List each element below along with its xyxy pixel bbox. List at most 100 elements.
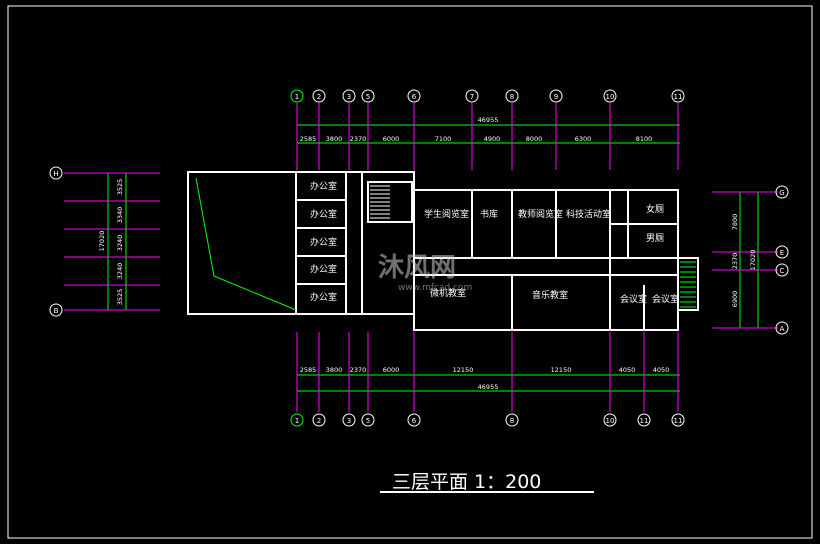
axis-right-label-E: E [780, 249, 784, 257]
axis-top-bubble-9 [549, 89, 563, 103]
drawing-frame [7, 5, 813, 539]
room-female-wc: 女厕 [646, 203, 664, 215]
axis-markers-left: HB [49, 166, 63, 317]
axis-bottom-bubble-10 [603, 413, 617, 427]
axis-top-bubble-10 [603, 89, 617, 103]
dim-top-6: 8000 [526, 135, 543, 143]
room-labels: 办公室 办公室 办公室 办公室 办公室 学生阅览室 书库 教师阅览室 科技活动室… [310, 180, 679, 305]
room-office-2: 办公室 [310, 208, 337, 220]
axis-left-label-H: H [53, 170, 58, 178]
axis-top-label-2: 2 [317, 93, 321, 101]
axis-bottom-label-1: 1 [295, 417, 299, 425]
axis-top-bubble-5 [361, 89, 375, 103]
dim-bottom-1: 3800 [326, 366, 343, 374]
dim-top-5: 4900 [484, 135, 501, 143]
dim-top-1: 3800 [326, 135, 343, 143]
dim-left-1: 3340 [116, 207, 124, 224]
dim-bottom-total: 46955 [478, 383, 499, 391]
dim-right-2: 6900 [731, 291, 739, 308]
room-music: 音乐教室 [532, 289, 568, 301]
dim-bottom-3: 6000 [383, 366, 400, 374]
axis-top-bubble-2 [312, 89, 326, 103]
axis-bottom-label-11: 11 [674, 417, 683, 425]
dim-bottom-2: 2370 [350, 366, 367, 374]
dim-bottom-5: 12150 [551, 366, 572, 374]
dim-right-total: 17020 [749, 250, 757, 271]
room-reading: 学生阅览室 [424, 208, 469, 220]
room-office-5: 办公室 [310, 291, 337, 303]
void-outline [195, 177, 297, 311]
axis-bottom-bubble-2 [312, 413, 326, 427]
dim-top-8: 8100 [636, 135, 653, 143]
dim-right-0: 7800 [731, 214, 739, 231]
dim-top-2: 2370 [350, 135, 367, 143]
axis-left-bubble-H [49, 166, 63, 180]
axis-bottom-bubble-6 [407, 413, 421, 427]
room-computer: 微机教室 [430, 287, 466, 299]
axis-right-label-C: C [780, 267, 785, 275]
dim-bottom-4: 12150 [453, 366, 474, 374]
axis-left-label-B: B [54, 307, 59, 315]
axis-bottom-label-5: 5 [366, 417, 370, 425]
axis-right-bubble-G [775, 185, 789, 199]
room-office-3: 办公室 [310, 236, 337, 248]
watermark: 沐风网 www.mfcad.com [378, 253, 472, 293]
dim-right-1: 2370 [731, 253, 739, 270]
axis-top-label-5: 5 [366, 93, 370, 101]
dim-top-0: 2585 [300, 135, 317, 143]
stair-treads [370, 185, 390, 219]
dim-top-total: 46955 [478, 116, 499, 124]
dim-bottom-6: 4050 [619, 366, 636, 374]
axis-bottom-label-2: 2 [317, 417, 321, 425]
room-meeting-2: 会议室 [652, 293, 679, 305]
room-science: 科技活动室 [566, 208, 611, 220]
axis-right-bubble-A [775, 321, 789, 335]
room-office-4: 办公室 [310, 263, 337, 275]
axis-right-bubble-E [775, 245, 789, 259]
axis-top-label-3: 3 [347, 93, 351, 101]
dim-left-0: 3525 [116, 179, 124, 196]
axis-bottom-label-6: 6 [412, 417, 417, 425]
axis-bottom-label-10: 10 [606, 417, 615, 425]
axis-top-bubble-8 [505, 89, 519, 103]
dim-left-total: 17020 [98, 231, 106, 252]
dim-left-3: 3240 [116, 263, 124, 280]
axis-right-bubble-C [775, 263, 789, 277]
axis-left-bubble-B [49, 303, 63, 317]
axis-bottom-bubble-1 [290, 413, 304, 427]
room-office-1: 办公室 [310, 180, 337, 192]
watermark-text: 沐风网 [378, 253, 456, 283]
dim-bottom-7: 4050 [653, 366, 670, 374]
axis-grid-lines [64, 103, 778, 412]
drawing-title: 三层平面 1：200 [392, 471, 541, 493]
axis-top-label-6: 6 [412, 93, 417, 101]
dim-top-3: 6000 [383, 135, 400, 143]
axis-top-label-11: 11 [674, 93, 683, 101]
watermark-url: www.mfcad.com [398, 283, 472, 293]
axis-top-label-7: 7 [470, 93, 474, 101]
axis-bottom-bubble-8 [505, 413, 519, 427]
stair-treads-right [680, 261, 696, 308]
axis-bottom-label-3: 3 [347, 417, 351, 425]
axis-top-bubble-1 [290, 89, 304, 103]
axis-bottom-bubble-5 [361, 413, 375, 427]
axis-right-label-A: A [780, 325, 785, 333]
axis-top-bubble-11 [671, 89, 685, 103]
dim-top-4: 7100 [435, 135, 452, 143]
axis-bottom-bubble-11 [637, 413, 651, 427]
dim-left-2: 3240 [116, 235, 124, 252]
room-meeting-1: 会议室 [620, 293, 647, 305]
right-dimensions [739, 192, 759, 328]
room-library: 书库 [480, 208, 498, 220]
left-dimensions [107, 173, 127, 310]
axis-top-bubble-6 [407, 89, 421, 103]
dim-bottom-0: 2585 [300, 366, 317, 374]
axis-bottom-label-11: 11 [640, 417, 649, 425]
axis-bottom-bubble-3 [342, 413, 356, 427]
